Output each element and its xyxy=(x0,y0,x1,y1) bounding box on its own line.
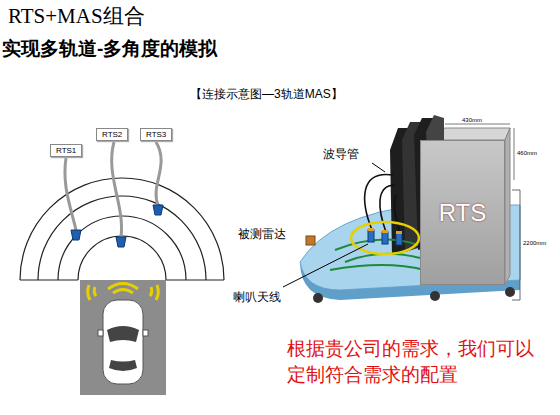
car-panel xyxy=(80,280,166,395)
part-label: 波导管 xyxy=(322,146,360,163)
page-title: RTS+MAS组合 xyxy=(8,2,145,30)
horn-antennas xyxy=(71,205,163,247)
dimension: 2200mm xyxy=(523,240,546,246)
radar-under-test xyxy=(306,236,315,245)
dimension: 460mm xyxy=(517,150,537,156)
subtitle: 实现多轨道-多角度的模拟 xyxy=(2,36,217,62)
rts-cabinet xyxy=(420,124,520,300)
platform-horn-tops xyxy=(368,228,402,234)
radar-waves xyxy=(88,284,159,301)
figure-caption: 【连接示意图—3轨道MAS】 xyxy=(190,86,343,103)
part-label: 喇叭天线 xyxy=(232,289,282,306)
rts-box: RTS3 xyxy=(140,128,172,141)
note: 根据贵公司的需求，我们可以定制符合需求的配置 xyxy=(287,336,549,387)
dimension: 430mm xyxy=(462,117,482,123)
node-text: RTS1 xyxy=(56,146,76,155)
highlight-ring xyxy=(351,222,419,254)
rts-front-face: RTS xyxy=(420,140,505,285)
car-top-view xyxy=(98,300,148,384)
rts-box: RTS2 xyxy=(96,128,128,141)
platform-horns xyxy=(368,230,402,245)
rts-box: RTS1 xyxy=(50,144,82,157)
part-label: 被测雷达 xyxy=(238,226,286,243)
leader-lines xyxy=(283,163,385,287)
node-text: RTS3 xyxy=(146,130,166,139)
node-text: RTS xyxy=(439,199,487,227)
node-text: RTS2 xyxy=(102,130,122,139)
